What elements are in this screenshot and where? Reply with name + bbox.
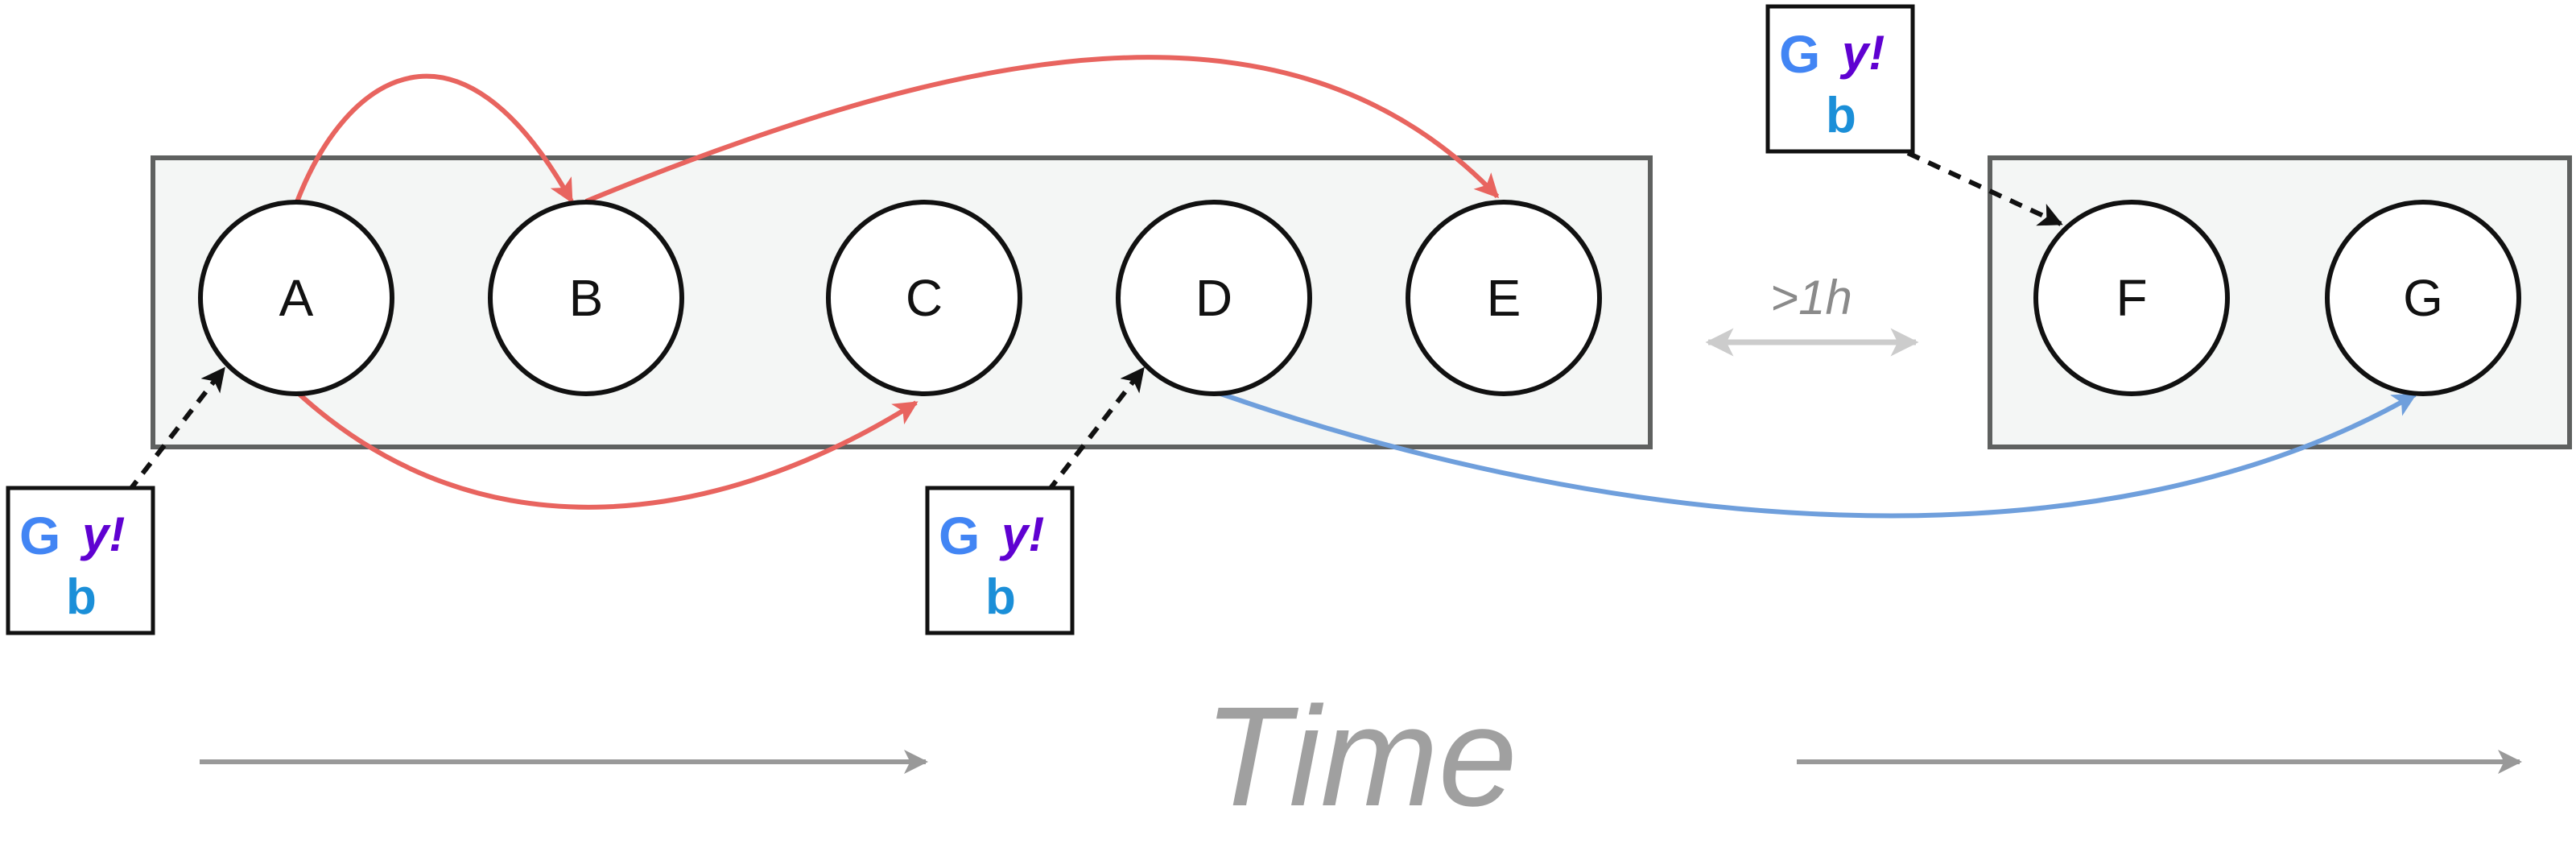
yahoo-logo-icon: y! — [1839, 26, 1885, 80]
bing-logo-icon: b — [66, 569, 97, 625]
link-a-c — [294, 389, 919, 510]
search-engine-logos-icon: G y! b — [925, 486, 1075, 635]
google-logo-icon: G — [19, 506, 60, 565]
yahoo-logo-icon: y! — [80, 507, 125, 561]
session-gap: >1h — [1705, 271, 1919, 357]
node-d: D — [1116, 200, 1312, 396]
node-b: B — [488, 200, 684, 396]
search-engine-logos-icon: G y! b — [6, 486, 155, 635]
node-c: C — [826, 200, 1022, 396]
link-d-g — [1213, 389, 2417, 519]
node-label: F — [2116, 269, 2147, 327]
google-logo-icon: G — [1779, 24, 1820, 84]
node-f: F — [2033, 200, 2230, 396]
node-label: B — [569, 269, 604, 327]
search-entry-arrow-a — [126, 366, 226, 493]
link-a-b — [294, 73, 574, 205]
session-gap-label: >1h — [1770, 271, 1852, 325]
search-entry-arrow-f — [1906, 151, 2063, 226]
bing-logo-icon: b — [1826, 88, 1856, 143]
yahoo-logo-icon: y! — [999, 507, 1044, 561]
node-label: A — [279, 269, 314, 327]
google-logo-icon: G — [939, 506, 980, 565]
node-a: A — [198, 200, 394, 396]
node-label: G — [2403, 269, 2443, 327]
node-e: E — [1406, 200, 1602, 396]
search-entry-arrow-d — [1046, 366, 1146, 493]
node-label: E — [1487, 269, 1521, 327]
bing-logo-icon: b — [985, 569, 1016, 625]
time-axis-label: Time — [1203, 678, 1517, 836]
node-g: G — [2325, 200, 2521, 396]
search-engine-logos-icon: G y! b — [1765, 4, 1915, 154]
node-label: D — [1195, 269, 1232, 327]
link-b-e — [584, 55, 1500, 204]
node-label: C — [906, 269, 943, 327]
